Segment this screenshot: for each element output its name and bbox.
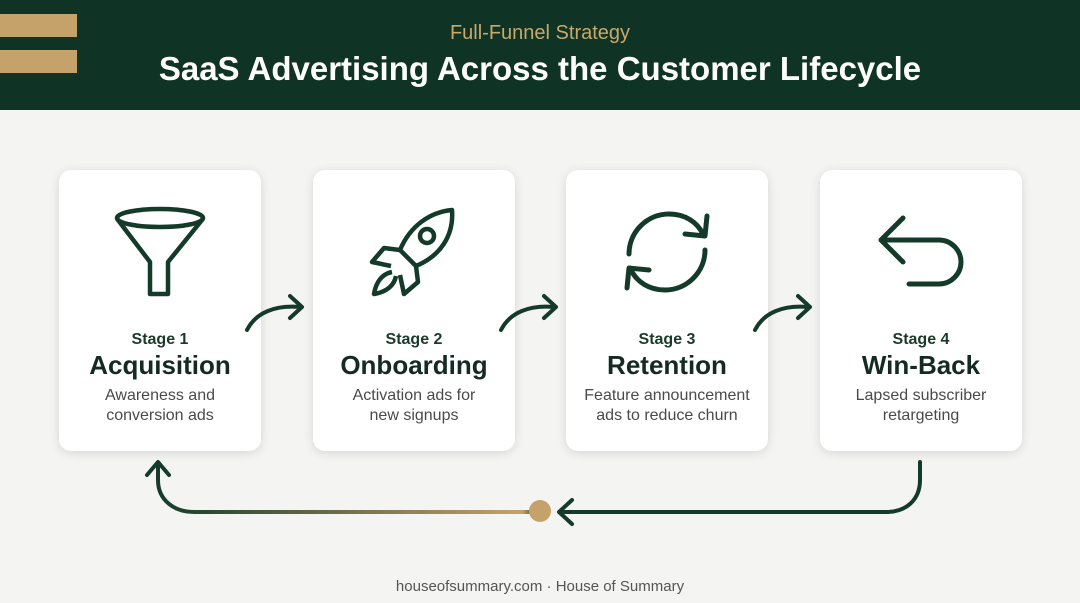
decorative-bar-bottom bbox=[0, 50, 77, 73]
stage-name: Acquisition bbox=[89, 350, 231, 380]
connector-arrow-1-2 bbox=[245, 294, 304, 332]
header-subtitle: Full-Funnel Strategy bbox=[449, 22, 631, 44]
stage-description-line: Lapsed subscriber bbox=[855, 387, 987, 404]
stage-card-retention: Stage 3 Retention Feature announcement a… bbox=[566, 170, 768, 451]
connector-arrow-3-4 bbox=[753, 294, 812, 332]
funnel-icon bbox=[114, 206, 206, 297]
stage-description-line: Awareness and bbox=[105, 387, 215, 404]
stage-label: Stage 1 bbox=[131, 331, 189, 348]
stage-card-acquisition: Stage 1 Acquisition Awareness and conver… bbox=[59, 170, 261, 451]
page-title: SaaS Advertising Across the Customer Lif… bbox=[158, 50, 922, 87]
stage-description-line: Activation ads for bbox=[352, 387, 476, 404]
return-arrow-icon bbox=[878, 215, 964, 287]
decorative-bar-top bbox=[0, 14, 77, 37]
loop-midpoint-dot bbox=[529, 500, 551, 522]
footer-credit: houseofsummary.com · House of Summary bbox=[395, 578, 685, 595]
stage-name: Onboarding bbox=[340, 350, 488, 380]
stage-description-line: retargeting bbox=[882, 407, 960, 424]
stage-name: Win-Back bbox=[861, 350, 981, 380]
stage-card-onboarding: Stage 2 Onboarding Activation ads for ne… bbox=[313, 170, 515, 451]
stage-description-line: Feature announcement bbox=[584, 387, 750, 404]
connector-arrow-2-3 bbox=[499, 294, 558, 332]
stage-description-line: ads to reduce churn bbox=[596, 407, 738, 424]
rocket-icon bbox=[369, 207, 455, 297]
stage-description: Feature announcement ads to reduce churn bbox=[566, 386, 768, 426]
stage-label: Stage 4 bbox=[892, 331, 950, 348]
refresh-icon bbox=[624, 211, 710, 293]
header-banner: Full-Funnel Strategy SaaS Advertising Ac… bbox=[0, 0, 1080, 110]
stage-label: Stage 2 bbox=[385, 331, 443, 348]
stage-description-line: conversion ads bbox=[106, 407, 214, 424]
stage-name: Retention bbox=[607, 350, 727, 380]
stage-description: Activation ads for new signups bbox=[313, 386, 515, 426]
loop-back-arrow bbox=[145, 460, 922, 526]
stage-description: Awareness and conversion ads bbox=[59, 386, 261, 426]
stage-label: Stage 3 bbox=[638, 331, 696, 348]
stage-card-win-back: Stage 4 Win-Back Lapsed subscriber retar… bbox=[820, 170, 1022, 451]
stage-description: Lapsed subscriber retargeting bbox=[820, 386, 1022, 426]
stage-description-line: new signups bbox=[369, 407, 459, 424]
